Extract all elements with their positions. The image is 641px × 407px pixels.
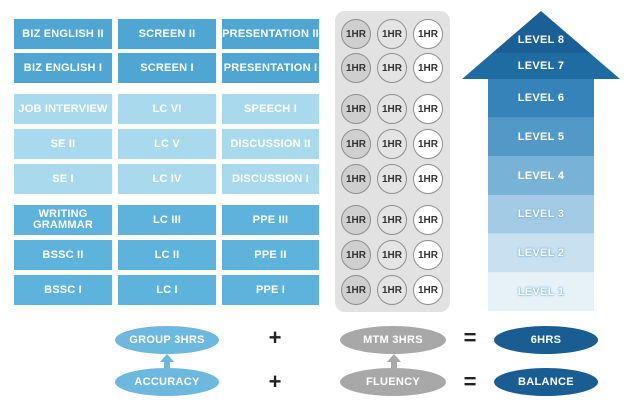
- course-cell: SE I: [14, 164, 112, 194]
- course-cell: LC V: [118, 129, 216, 159]
- accuracy-up-arrow-icon: [160, 354, 174, 362]
- level-label: LEVEL 7: [517, 60, 565, 72]
- level-band: [488, 79, 594, 118]
- course-cell: LC IV: [118, 164, 216, 194]
- equals-sign-2: =: [463, 369, 477, 394]
- level-band: [462, 53, 620, 79]
- course-cell: PPE III: [222, 205, 319, 235]
- hour-circle: 1HR: [413, 19, 443, 49]
- hour-circle: 1HR: [341, 275, 371, 305]
- hour-circle: 1HR: [341, 94, 371, 124]
- hour-circle: 1HR: [377, 94, 407, 124]
- accuracy-pill: ACCURACY: [115, 368, 219, 396]
- course-cell: LC VI: [118, 94, 216, 124]
- course-cell: LC II: [118, 240, 216, 270]
- hour-circle: 1HR: [341, 164, 371, 194]
- hour-circle: 1HR: [377, 19, 407, 49]
- hour-circle: 1HR: [413, 53, 443, 83]
- hour-circle: 1HR: [341, 53, 371, 83]
- plus-sign-1: +: [268, 325, 282, 350]
- hour-circle: 1HR: [341, 205, 371, 235]
- hour-circle: 1HR: [377, 164, 407, 194]
- level-label: LEVEL 6: [517, 92, 565, 105]
- group-hours-pill: GROUP 3HRS: [115, 326, 219, 354]
- hour-circle: 1HR: [413, 240, 443, 270]
- course-cell: SE II: [14, 129, 112, 159]
- fluency-pill: FLUENCY: [340, 368, 446, 396]
- hour-circle: 1HR: [341, 129, 371, 159]
- course-cell: BIZ ENGLISH II: [14, 19, 112, 49]
- level-band: [492, 11, 590, 53]
- course-cell: PPE I: [222, 275, 319, 305]
- course-cell: JOB INTERVIEW: [14, 94, 112, 124]
- course-cell: SCREEN II: [118, 19, 216, 49]
- level-label: LEVEL 2: [517, 246, 565, 259]
- level-band: [488, 233, 594, 273]
- course-cell: PRESENTATION I: [222, 53, 319, 83]
- course-cell: LC I: [118, 275, 216, 305]
- equals-sign-1: =: [463, 325, 477, 350]
- level-ladder: LEVEL 8 LEVEL 7 LEVEL 6 LEVEL 5 LEVEL 4 LEVEL…: [462, 11, 620, 311]
- fluency-arrow-stem: [391, 361, 397, 368]
- level-label: LEVEL 5: [517, 130, 565, 143]
- level-band: [488, 195, 594, 234]
- course-cell: BIZ ENGLISH I: [14, 53, 112, 83]
- hour-circle: 1HR: [377, 53, 407, 83]
- hour-circle: 1HR: [413, 275, 443, 305]
- hour-circle: 1HR: [413, 205, 443, 235]
- hour-circle: 1HR: [377, 205, 407, 235]
- level-band: [488, 272, 594, 311]
- hour-circle: 1HR: [413, 94, 443, 124]
- fluency-up-arrow-icon: [387, 354, 401, 362]
- hour-circle: 1HR: [377, 129, 407, 159]
- hour-circle: 1HR: [413, 129, 443, 159]
- level-ladder-shape: [462, 11, 620, 311]
- course-cell: DISCUSSION I: [222, 164, 319, 194]
- hour-circle: 1HR: [341, 240, 371, 270]
- course-cell: PPE II: [222, 240, 319, 270]
- course-cell: LC III: [118, 205, 216, 235]
- level-label: LEVEL 8: [517, 34, 565, 46]
- hour-circle: 1HR: [377, 240, 407, 270]
- course-cell: DISCUSSION II: [222, 129, 319, 159]
- course-cell: BSSC I: [14, 275, 112, 305]
- level-band: [488, 156, 594, 195]
- course-cell: PRESENTATION II: [222, 19, 319, 49]
- course-cell: SPEECH I: [222, 94, 319, 124]
- plus-sign-2: +: [268, 369, 282, 394]
- mtm-hours-pill: MTM 3HRS: [340, 326, 446, 354]
- course-cell: BSSC II: [14, 240, 112, 270]
- hour-circle: 1HR: [413, 164, 443, 194]
- level-label: LEVEL 4: [517, 169, 565, 182]
- hour-circle: 1HR: [377, 275, 407, 305]
- accuracy-arrow-stem: [164, 361, 170, 368]
- course-cell: SCREEN I: [118, 53, 216, 83]
- balance-pill: BALANCE: [494, 368, 598, 396]
- hour-circle: 1HR: [341, 19, 371, 49]
- level-label: LEVEL 1: [517, 285, 565, 298]
- level-band: [488, 117, 594, 157]
- level-label: LEVEL 3: [517, 208, 565, 221]
- total-hours-pill: 6HRS: [494, 326, 598, 354]
